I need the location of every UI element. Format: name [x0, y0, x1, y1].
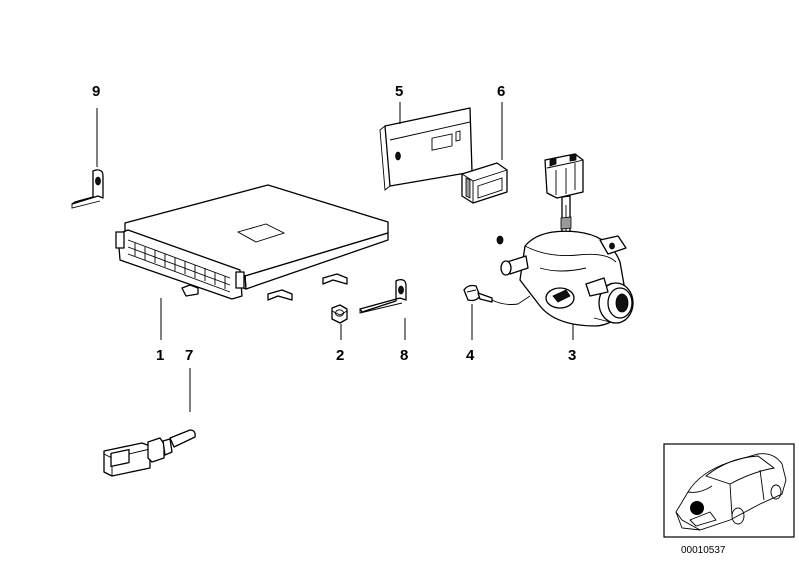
inset-frame	[663, 443, 795, 538]
callout-9[interactable]: 9	[92, 83, 100, 100]
callout-4[interactable]: 4	[466, 347, 475, 364]
vehicle-location-inset	[663, 443, 795, 538]
part-8-bracket[interactable]	[359, 278, 407, 314]
part-5-plate[interactable]	[379, 107, 473, 191]
part-6-connector-housing[interactable]	[461, 162, 508, 204]
car-outline	[675, 453, 787, 531]
callout-1[interactable]: 1	[156, 347, 164, 364]
part-9-bracket[interactable]	[71, 169, 104, 209]
diagram-reference-number: 00010537	[681, 545, 726, 556]
callout-6[interactable]: 6	[497, 83, 505, 100]
part-1-control-unit[interactable]	[115, 184, 389, 301]
callout-8[interactable]: 8	[400, 347, 408, 364]
location-dot	[690, 501, 704, 515]
part-3-ignition-switch[interactable]	[496, 153, 634, 327]
callout-2[interactable]: 2	[336, 347, 344, 364]
part-2-nut[interactable]	[331, 304, 348, 324]
callout-3[interactable]: 3	[568, 347, 576, 364]
callout-5[interactable]: 5	[395, 83, 403, 100]
part-7-sensor[interactable]	[103, 429, 196, 477]
callout-7[interactable]: 7	[185, 347, 193, 364]
part-4-screw[interactable]	[463, 284, 531, 305]
